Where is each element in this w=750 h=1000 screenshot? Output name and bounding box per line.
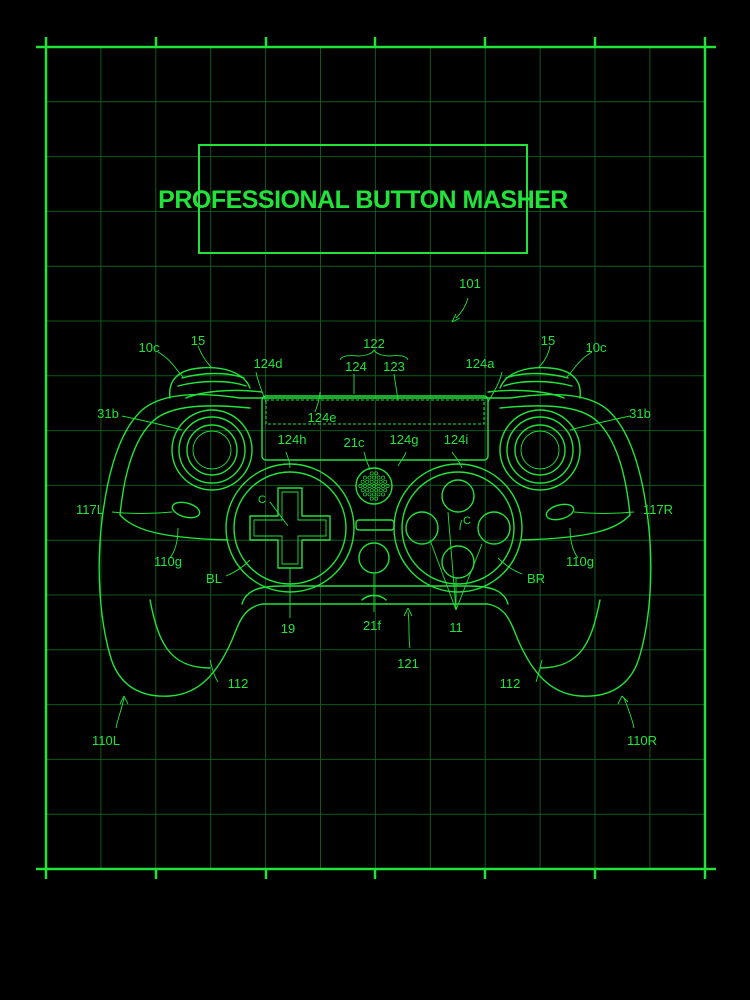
label-112-left: 112: [228, 676, 249, 691]
leader-lines: [111, 345, 635, 683]
label-110g-right: 110g: [566, 554, 594, 569]
label-15-right: 15: [541, 333, 555, 348]
label-124d: 124d: [254, 356, 283, 371]
reference-labels: 101 10c 10c 15 15 122 124 123 124d 124a …: [76, 276, 673, 748]
label-21c: 21c: [344, 435, 365, 450]
label-123: 123: [383, 359, 405, 374]
blueprint-frame: [36, 37, 716, 879]
label-117R: 117R: [643, 502, 673, 517]
title-box: [198, 144, 528, 254]
page-title: PROFESSIONAL BUTTON MASHER: [158, 186, 568, 214]
label-10c-left: 10c: [139, 340, 160, 355]
reference-arrows: [115, 297, 635, 729]
label-19: 19: [281, 621, 295, 636]
controller-drawing: [98, 366, 652, 697]
label-c-left: C: [258, 494, 266, 506]
label-117L: 117L: [76, 502, 104, 517]
label-101: 101: [459, 276, 481, 291]
label-11: 11: [449, 620, 463, 635]
label-BL: BL: [206, 571, 222, 586]
label-21f: 21f: [363, 618, 381, 633]
label-124g: 124g: [390, 432, 419, 447]
label-31b-left: 31b: [97, 406, 119, 421]
label-BR: BR: [527, 571, 545, 586]
label-15-left: 15: [191, 333, 205, 348]
label-110R: 110R: [627, 733, 657, 748]
label-112-right: 112: [500, 676, 521, 691]
label-124a: 124a: [466, 356, 496, 371]
label-c-right: C: [463, 515, 471, 527]
label-122: 122: [363, 336, 385, 351]
label-124h: 124h: [278, 432, 307, 447]
label-124e: 124e: [308, 410, 337, 425]
blueprint-grid: [46, 47, 706, 870]
label-121: 121: [397, 656, 419, 671]
label-110g-left: 110g: [154, 554, 182, 569]
label-10c-right: 10c: [586, 340, 607, 355]
label-31b-right: 31b: [629, 406, 651, 421]
label-124: 124: [345, 359, 367, 374]
label-110L: 110L: [92, 733, 120, 748]
label-124i: 124i: [444, 432, 469, 447]
